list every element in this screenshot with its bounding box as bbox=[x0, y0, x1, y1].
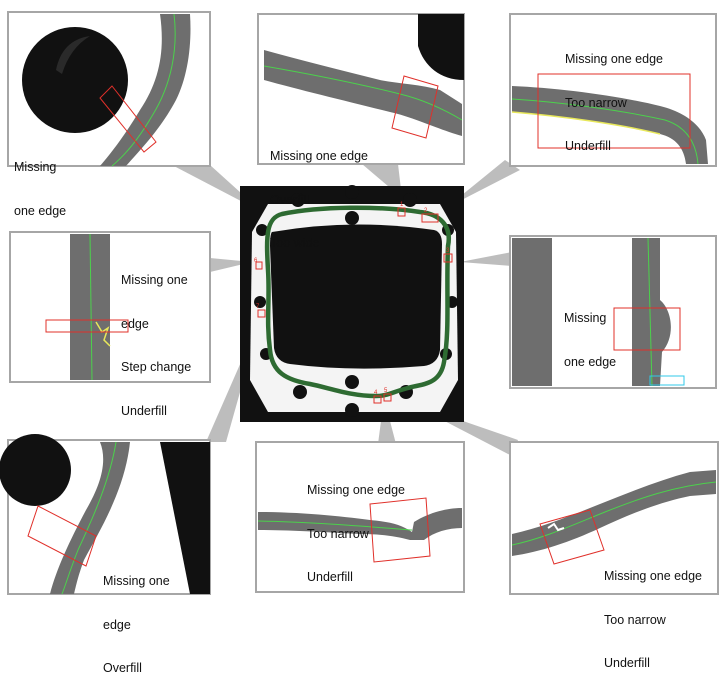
label-line: Underfill bbox=[565, 139, 611, 153]
center-marker-number: 4 bbox=[374, 390, 378, 396]
center-marker-number: 7 bbox=[256, 304, 260, 310]
label-line: Overfill bbox=[270, 192, 309, 207]
label-line: Missing one bbox=[121, 273, 188, 287]
center-marker-number: 2 bbox=[424, 208, 428, 214]
label-line: Step change bbox=[121, 360, 192, 374]
panel-bottom-center bbox=[255, 441, 465, 593]
label-top-right: Missing one edge Too narrow Underfill bbox=[565, 23, 663, 168]
center-marker-number: 3 bbox=[446, 248, 450, 254]
panel-mid-right bbox=[509, 235, 717, 389]
label-line: Missing one edge bbox=[270, 149, 368, 163]
label-bottom-left: Missing one edge Overfill bbox=[103, 545, 170, 690]
label-line: Missing bbox=[14, 160, 57, 174]
label-line: Overfill bbox=[103, 661, 142, 675]
panel-bottom-right bbox=[509, 441, 719, 595]
center-marker-number: 1 bbox=[400, 202, 404, 208]
label-line: one edge bbox=[14, 203, 67, 218]
panel-top-right bbox=[509, 13, 717, 167]
label-mid-left: Missing one edge Step change Underfill bbox=[121, 244, 191, 433]
label-bottom-right: Missing one edge Too narrow Underfill bbox=[604, 540, 702, 685]
label-line: Too narrow bbox=[565, 95, 627, 110]
label-line: edge bbox=[121, 316, 149, 331]
label-line: Missing bbox=[564, 311, 607, 325]
label-line: Too narrow bbox=[604, 612, 666, 627]
center-marker-number: 6 bbox=[254, 258, 258, 264]
label-line: Underfill bbox=[604, 656, 650, 670]
label-line: Underfill bbox=[307, 570, 353, 584]
label-line: Missing one edge bbox=[565, 52, 663, 66]
center-marker-number: 5 bbox=[384, 388, 388, 394]
label-line: Underfill bbox=[121, 403, 167, 418]
label-line: Too wide bbox=[270, 236, 320, 250]
label-line: Missing one edge bbox=[307, 483, 405, 497]
label-line: Missing one bbox=[103, 574, 170, 588]
label-line: Too narrow bbox=[307, 526, 369, 541]
label-line: edge bbox=[103, 617, 131, 632]
panel-bottom-left bbox=[0, 434, 211, 595]
label-mid-right: Missing one edge bbox=[564, 282, 616, 384]
label-top-center: Missing one edge Overfill Too wide bbox=[270, 120, 368, 265]
panel-mid-left bbox=[9, 231, 211, 383]
label-line: one edge bbox=[564, 354, 617, 369]
label-line: Missing one edge bbox=[604, 569, 702, 583]
panel-top-center bbox=[257, 13, 465, 165]
panel-top-left bbox=[7, 11, 211, 167]
label-top-left: Missing one edge bbox=[14, 131, 66, 233]
label-bottom-center: Missing one edge Too narrow Underfill bbox=[307, 454, 405, 599]
